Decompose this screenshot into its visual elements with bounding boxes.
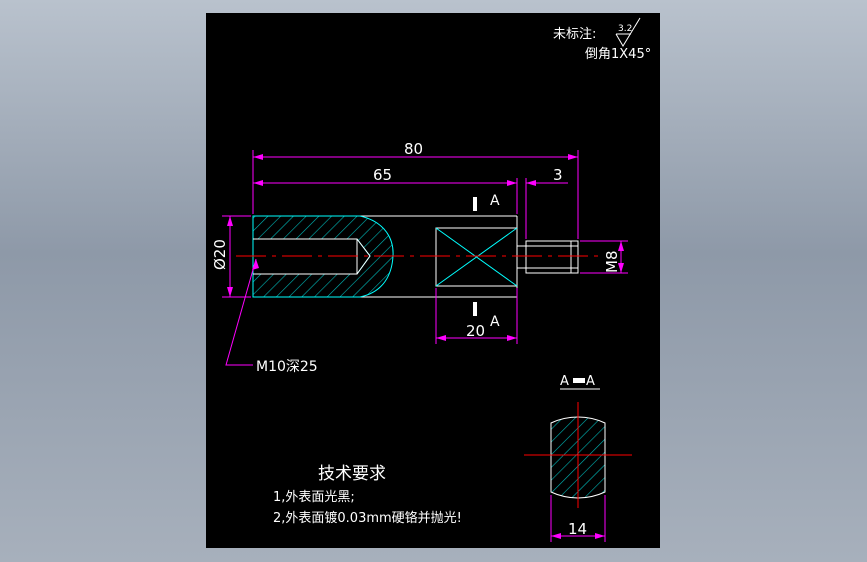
chamfer-note: 倒角1X45° <box>585 47 651 62</box>
dim-diameter: Ø20 <box>211 239 229 270</box>
unmarked-note: 未标注: <box>553 27 596 42</box>
roughness-symbol-icon <box>615 17 641 47</box>
dim-shoulder: 3 <box>553 166 563 184</box>
section-title-right: A <box>586 374 595 389</box>
dim-section-width: 14 <box>568 520 587 538</box>
section-mark-bottom <box>473 302 477 316</box>
roughness-value: 3.2 <box>618 24 632 34</box>
requirement-item-1: 1,外表面光黑; <box>273 490 355 505</box>
section-label-bottom: A <box>490 314 500 330</box>
section-title-bar <box>573 378 585 383</box>
dim-body-length: 65 <box>373 166 392 184</box>
dim-flat-width: 20 <box>466 322 485 340</box>
threaded-pin <box>516 240 579 274</box>
dim-hole-callout: M10深25 <box>256 359 318 375</box>
section-centerlines <box>524 402 632 508</box>
section-label-top: A <box>490 193 500 209</box>
dimension-arrows <box>227 154 624 539</box>
flat-cross <box>435 227 518 287</box>
requirement-item-2: 2,外表面镀0.03mm硬铬并抛光! <box>273 510 462 526</box>
dim-overall-length: 80 <box>404 140 423 158</box>
section-mark-top <box>473 197 477 211</box>
requirements-title: 技术要求 <box>318 464 386 484</box>
section-title-left: A <box>560 374 569 389</box>
dim-thread: M8 <box>603 251 621 274</box>
